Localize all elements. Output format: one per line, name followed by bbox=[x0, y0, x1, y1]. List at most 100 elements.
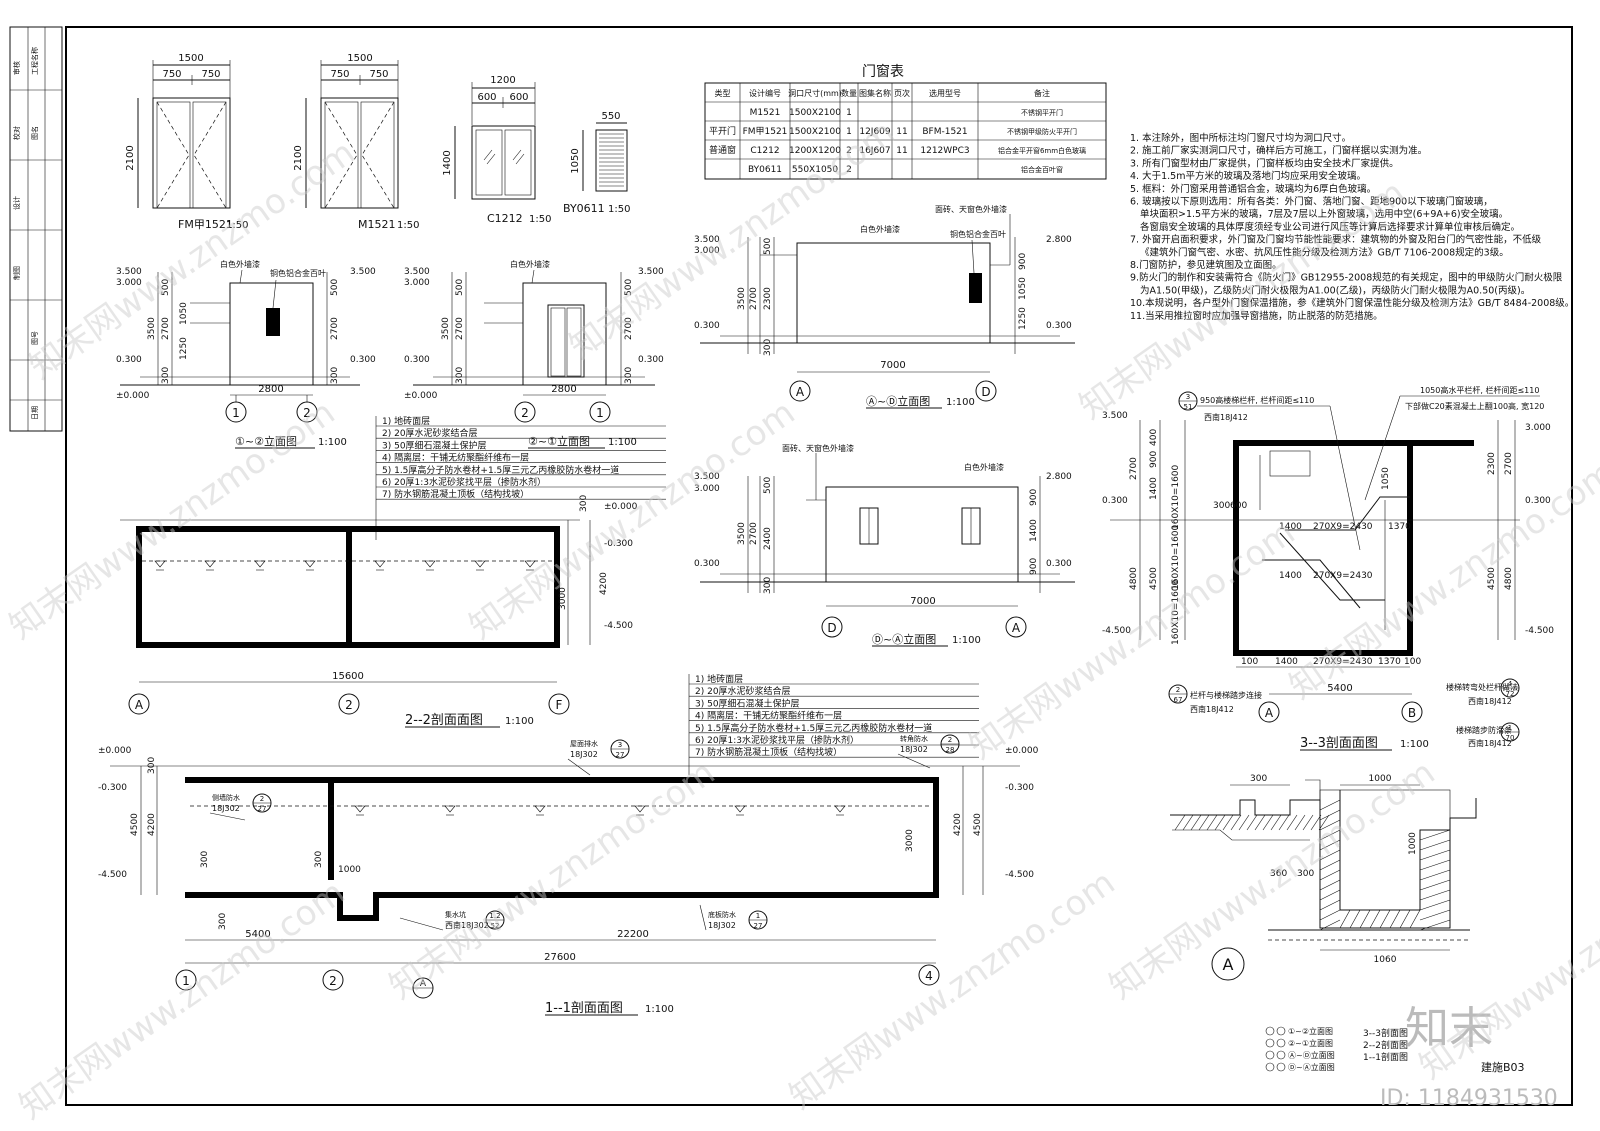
dim-label: 3500 bbox=[737, 522, 747, 545]
ref-text: 屋面排水 bbox=[570, 739, 598, 748]
dim-label: 3000 bbox=[905, 829, 915, 852]
detail-ref: 67 bbox=[1174, 696, 1183, 704]
schedule-header: 类型 bbox=[715, 88, 731, 98]
dim-label: 27600 bbox=[544, 952, 576, 963]
dim-label: 100 bbox=[1241, 657, 1258, 667]
dim-label: 400 bbox=[1149, 429, 1159, 446]
dim-label: 2700 bbox=[161, 317, 171, 340]
elevation-mark: 3.500 bbox=[638, 267, 664, 277]
schedule-header: 备注 bbox=[1034, 88, 1050, 98]
elevation-mark: 3.500 bbox=[694, 235, 720, 245]
callout: 白色外墙漆 bbox=[510, 259, 550, 269]
schedule-cell: 1200X1200 bbox=[789, 146, 841, 156]
tb-cell: 图号 bbox=[31, 331, 39, 345]
layer-line: 1) 地砖面层 bbox=[382, 415, 430, 427]
axis-bubble: 1 bbox=[232, 406, 240, 420]
ref-num: 2 bbox=[948, 736, 952, 744]
dim-label: 1400 bbox=[1279, 571, 1302, 581]
tb-cell: 设计 bbox=[12, 196, 21, 210]
schedule-cell: 11 bbox=[896, 127, 907, 137]
watermark: 知末网www.znzmo.com bbox=[782, 863, 1122, 1118]
tb-cell: 工程名称 bbox=[30, 47, 39, 75]
callout: 铜色铝合金百叶 bbox=[270, 268, 326, 278]
tb-cell: 制图 bbox=[12, 266, 21, 280]
schedule-header: 数量 bbox=[841, 88, 857, 98]
schedule-header: 选用型号 bbox=[929, 88, 961, 98]
dim-label: 3500 bbox=[441, 317, 451, 340]
dim-label: 1050 bbox=[1018, 277, 1028, 300]
schedule-cell: 1500X2100 bbox=[789, 127, 841, 137]
title-strip: 审核 校对 设计 制图 工程名称 图名 图号 日期 bbox=[9, 26, 63, 432]
schedule-cell: 16J607 bbox=[859, 146, 890, 156]
dim-label: 500 bbox=[330, 279, 340, 296]
section-1-1: ±0.000 -0.300 -4.500 ±0.000 -0.300 -4.50… bbox=[98, 734, 1039, 1016]
layer-line: 2) 20厚水泥砂浆结合层 bbox=[382, 427, 478, 439]
elevation-d-a: 白色外墙漆 面砖、天窗色外墙漆 3.500 3.000 0.300 2.800 … bbox=[694, 443, 1075, 647]
door-m1521: 1500 750 750 2100 M1521 1:50 bbox=[293, 53, 419, 231]
dim-label: 300 bbox=[1213, 501, 1230, 511]
detail-ref: 70 bbox=[1506, 734, 1515, 742]
ref-page: 27 bbox=[616, 751, 625, 759]
elevation-mark: ±0.000 bbox=[604, 502, 638, 512]
note-line: 1. 本注除外，图中所标注均门窗尺寸均为洞口尺寸。 bbox=[1130, 132, 1351, 144]
dim-label: 300 bbox=[200, 851, 210, 868]
ref-page: 27 bbox=[258, 805, 267, 813]
layer-line: 6) 20厚1:3水泥砂浆找平层（掺防水剂） bbox=[695, 734, 859, 746]
callout: 铜色铝合金百叶 bbox=[950, 229, 1006, 239]
schedule-cell: 11 bbox=[896, 146, 907, 156]
dim-label: 4500 bbox=[1149, 567, 1159, 590]
dim-label: 270X9=2430 bbox=[1313, 657, 1373, 667]
callout: 面砖、天窗色外墙漆 bbox=[782, 443, 854, 453]
dim-label: 300 bbox=[1297, 869, 1314, 879]
dim-label: 100 bbox=[1404, 657, 1421, 667]
elevation-mark: 3.000 bbox=[694, 246, 720, 256]
layer-line: 5) 1.5厚高分子防水卷材+1.5厚三元乙丙橡胶防水卷材一道 bbox=[695, 722, 932, 734]
scale-label: 1:100 bbox=[1400, 739, 1429, 750]
layer-line: 6) 20厚1:3水泥砂浆找平层（掺防水剂） bbox=[382, 476, 546, 488]
schedule-cell: 12J609 bbox=[859, 127, 891, 137]
dim-label: 4200 bbox=[599, 572, 609, 595]
dim-label: 750 bbox=[162, 69, 181, 80]
elevation-mark: 2.800 bbox=[1046, 235, 1072, 245]
elevation-mark: ±0.000 bbox=[1005, 746, 1039, 756]
callout: 楼梯踏步防滑条 bbox=[1456, 725, 1512, 735]
dim-label: 7000 bbox=[910, 596, 935, 607]
schedule-cell: 铝合金百叶窗 bbox=[1021, 165, 1063, 174]
view-caption: 2--2剖面面图 bbox=[405, 713, 483, 728]
stamp-id: ID: 1184931530 bbox=[1380, 1086, 1558, 1111]
elevation-mark: 3.000 bbox=[404, 278, 430, 288]
axis-bubble: B bbox=[1408, 706, 1416, 720]
elevation-mark: 3.500 bbox=[694, 472, 720, 482]
axis-bubble: 1 bbox=[596, 406, 604, 420]
elevation-mark: -4.500 bbox=[1102, 626, 1131, 636]
elevation-mark: 0.300 bbox=[638, 355, 664, 365]
note-line: 10.本规说明，各户型外门窗保温措施，参《建筑外门窗保温性能分级及检测方法》GB… bbox=[1130, 297, 1574, 309]
dim-label: 2700 bbox=[455, 317, 465, 340]
dim-label: 500 bbox=[455, 279, 465, 296]
detail-label: A bbox=[1223, 955, 1234, 974]
elevation-mark: -4.500 bbox=[1525, 626, 1554, 636]
dim-label: 15600 bbox=[332, 671, 364, 682]
watermark: 知末网www.znzmo.com bbox=[382, 753, 722, 1008]
elevation-mark: 0.300 bbox=[1046, 559, 1072, 569]
watermark: 知末网www.znzmo.com bbox=[1102, 753, 1442, 1008]
elevation-mark: 3.000 bbox=[694, 484, 720, 494]
elevation-mark: -0.300 bbox=[98, 783, 127, 793]
dim-label: 7000 bbox=[880, 360, 905, 371]
dim-label: 2700 bbox=[749, 522, 759, 545]
callout: 西南18J412 bbox=[1468, 738, 1512, 748]
door-fm-jia: 1500 750 750 2100 FM甲1521 1:50 bbox=[125, 53, 248, 231]
dim-label: 1000 bbox=[1408, 832, 1418, 855]
watermark: 知末网www.znzmo.com bbox=[12, 873, 352, 1128]
dim-label: 4200 bbox=[953, 813, 963, 836]
schedule-cell: BY0611 bbox=[748, 165, 782, 175]
dim-label: 2800 bbox=[258, 384, 283, 395]
dim-label: 1060 bbox=[1374, 955, 1397, 965]
dim-label: 4500 bbox=[1487, 567, 1497, 590]
dim-label: 2400 bbox=[763, 527, 773, 550]
ref-code: 西南18J302 bbox=[445, 920, 489, 930]
dim-label: 750 bbox=[369, 69, 388, 80]
index-item: 1--1剖面图 bbox=[1363, 1051, 1408, 1063]
dim-label: 600 bbox=[1230, 501, 1247, 511]
